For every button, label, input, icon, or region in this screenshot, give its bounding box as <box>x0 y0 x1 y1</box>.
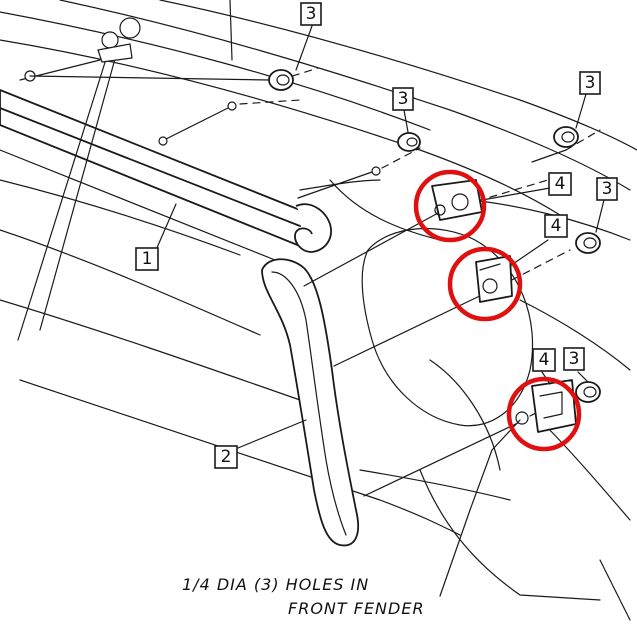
callout-label: 3 <box>398 89 409 109</box>
clip-upper <box>431 179 483 221</box>
callout-label: 4 <box>551 216 562 236</box>
callout-1: 1 <box>135 247 159 271</box>
callout-4-middle: 4 <box>544 214 568 238</box>
clips <box>431 179 577 433</box>
antenna-rods <box>17 17 141 341</box>
nut-icon <box>553 126 579 148</box>
nut-icon <box>268 69 294 91</box>
nuts <box>158 69 601 403</box>
highlight-circles <box>413 169 582 452</box>
rocker-molding <box>0 89 332 263</box>
callout-label: 4 <box>555 174 566 194</box>
leader-lines <box>155 25 605 597</box>
caption-line-2: FRONT FENDER <box>288 599 425 618</box>
fastener-lines <box>29 67 601 497</box>
callout-3-lower: 3 <box>563 347 585 371</box>
callout-3-top: 3 <box>300 2 322 26</box>
callout-3-upper-mid: 3 <box>392 87 414 111</box>
callout-label: 3 <box>569 349 580 369</box>
callout-4-lower: 4 <box>532 348 556 372</box>
callout-label: 1 <box>142 249 153 269</box>
callout-label: 3 <box>585 73 596 93</box>
callout-label: 3 <box>602 179 613 199</box>
caption-line-1: 1/4 DIA (3) HOLES IN <box>182 575 369 594</box>
nut-icon <box>397 132 421 152</box>
highlight-circle-lower-clip <box>506 376 582 452</box>
callout-label: 4 <box>539 350 550 370</box>
nut-icon <box>575 232 601 254</box>
nut-icon <box>575 381 601 403</box>
callout-4-upper: 4 <box>548 172 572 196</box>
fender-extension <box>261 258 360 547</box>
callout-2: 2 <box>214 445 238 469</box>
highlight-circle-middle-clip <box>447 246 523 322</box>
callout-label: 2 <box>221 447 232 467</box>
clip-middle <box>475 255 513 303</box>
callout-label: 3 <box>306 4 317 24</box>
highlight-circle-upper-clip <box>413 169 487 243</box>
callout-3-right-top: 3 <box>579 71 601 95</box>
callout-3-right-mid: 3 <box>596 177 618 201</box>
